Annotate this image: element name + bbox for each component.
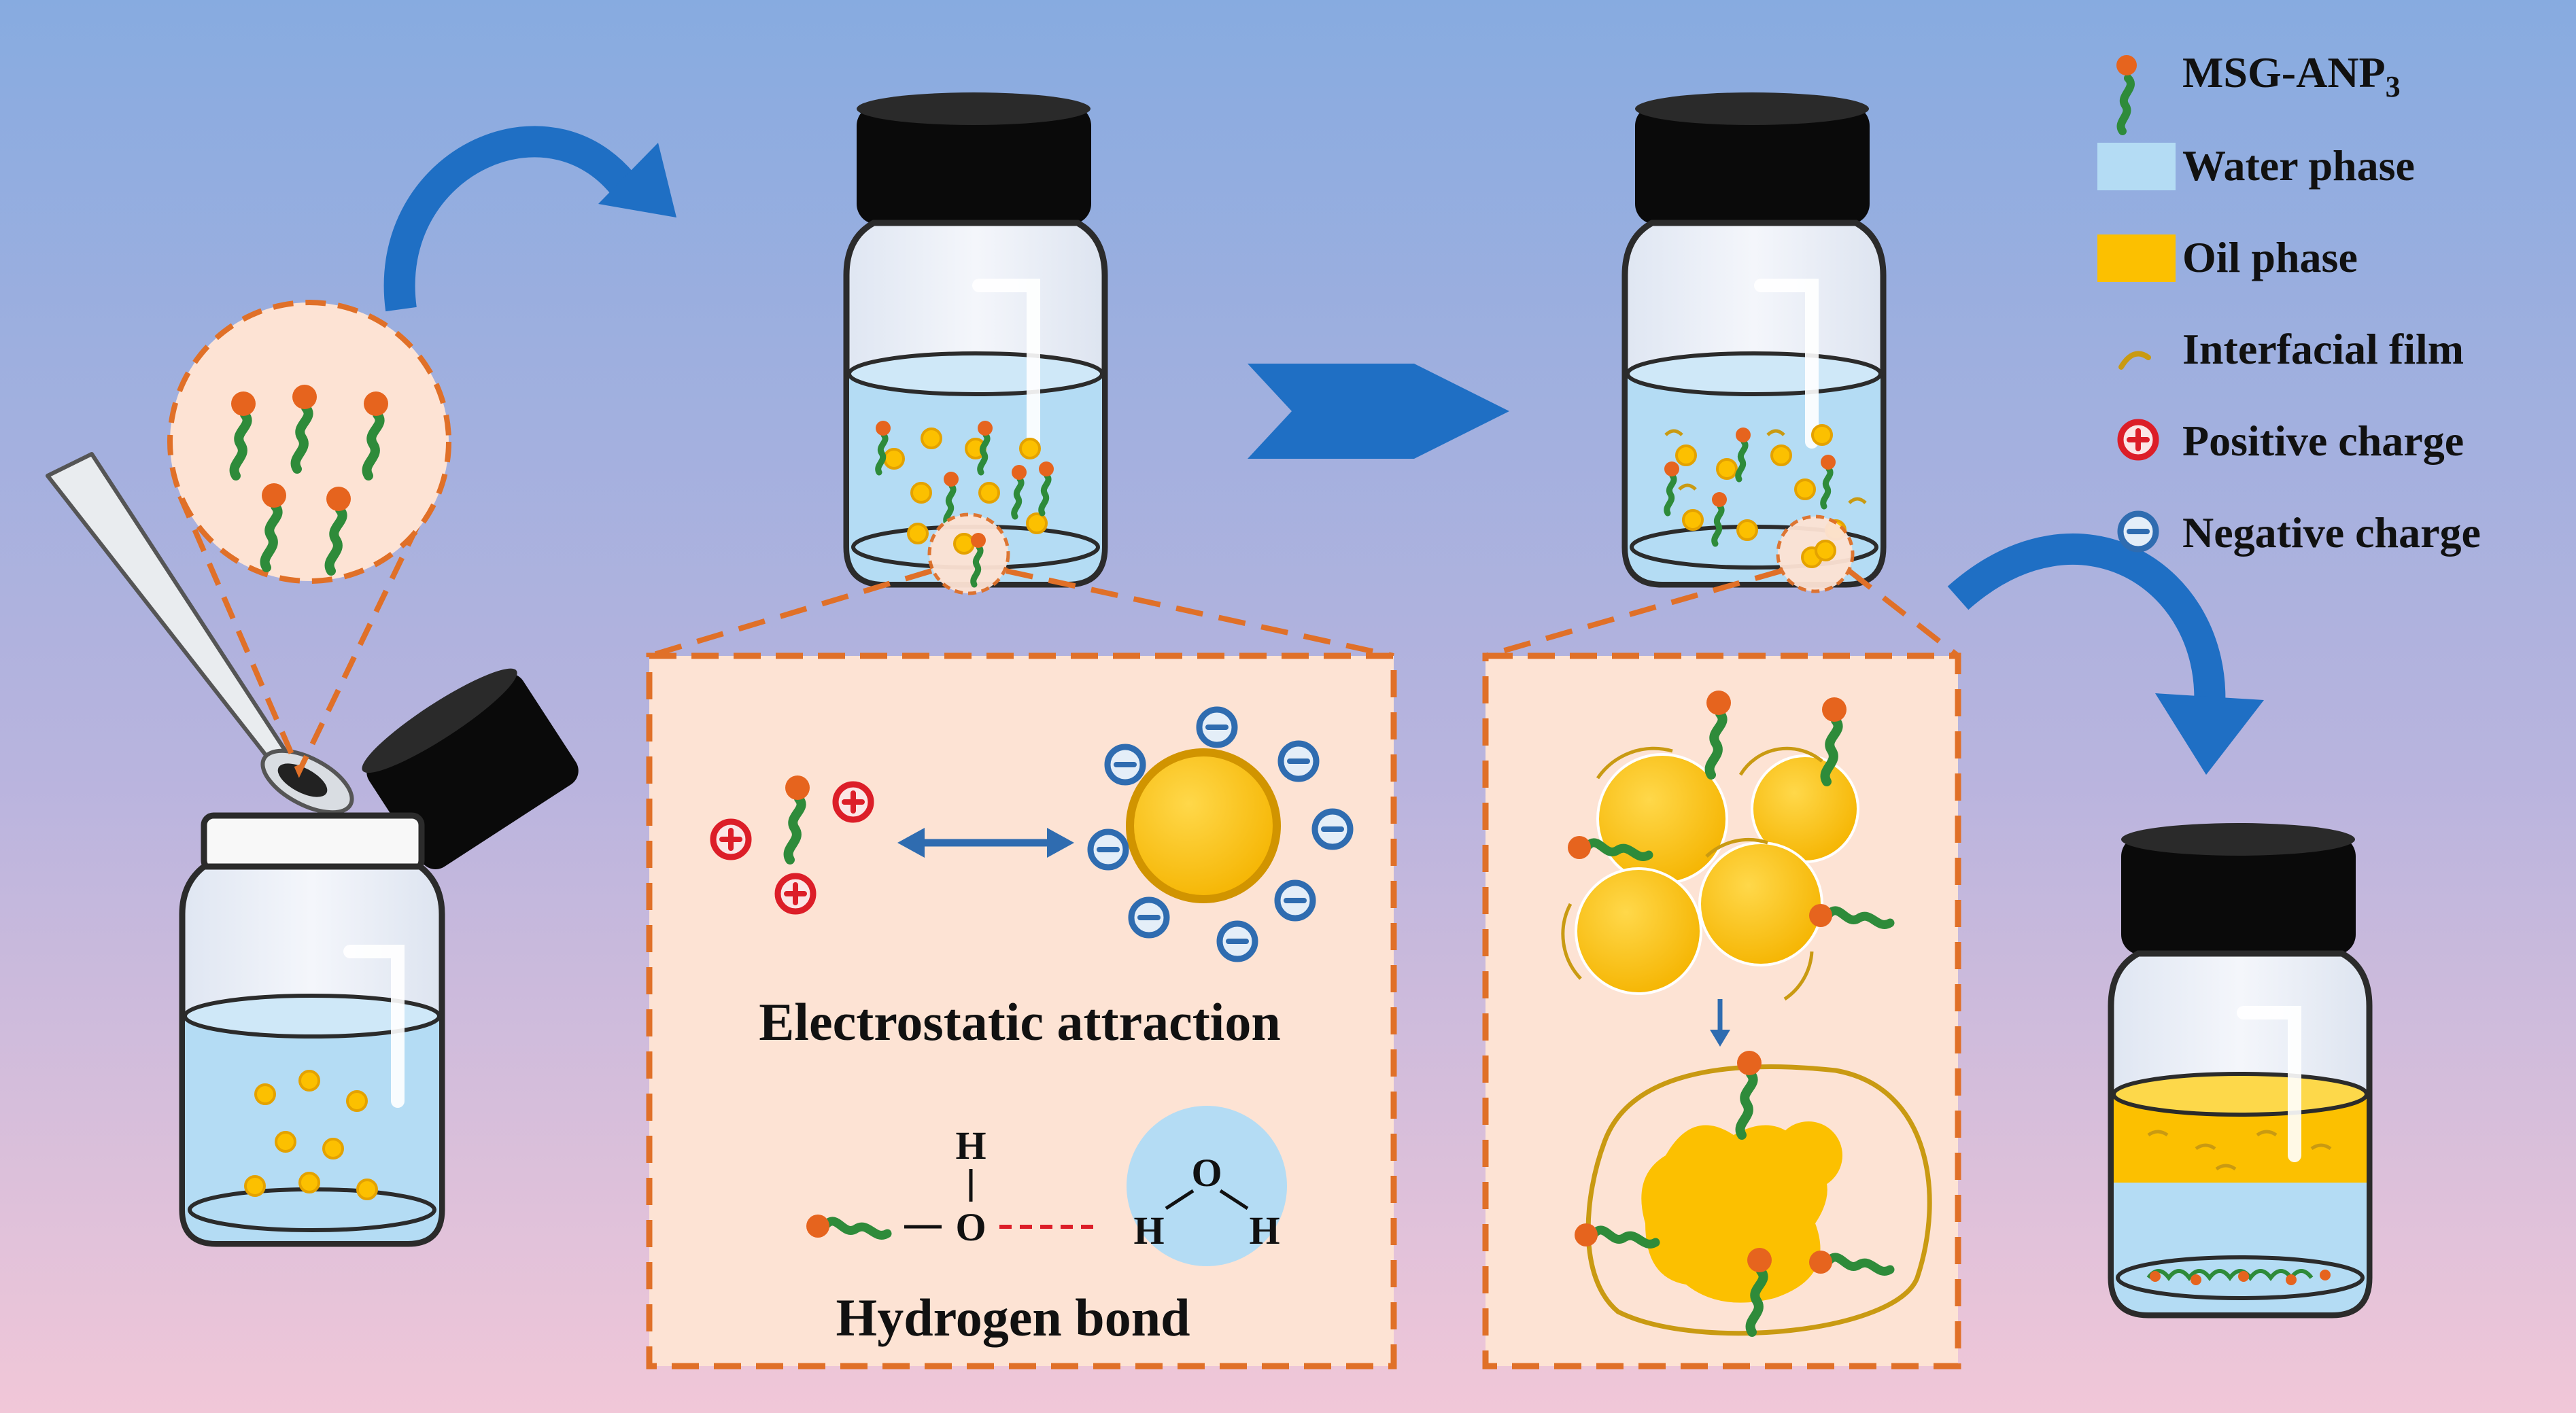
svg-text:Interfacial film: Interfacial film xyxy=(2182,325,2464,373)
legend-item-oil: Oil phase xyxy=(2097,233,2358,282)
hydrogen-bond-label: Hydrogen bond xyxy=(836,1288,1190,1347)
legend: MSG-ANP3 Water phase Oil phase Interfaci… xyxy=(2097,48,2481,557)
bottle-right xyxy=(1621,92,1887,593)
atom-o-left: O xyxy=(955,1205,986,1249)
water-molecule-circle xyxy=(1127,1106,1287,1266)
legend-item-msg-anp: MSG-ANP3 xyxy=(2116,48,2401,135)
panel-aggregation xyxy=(1482,652,1961,1370)
spoon xyxy=(46,452,354,815)
curved-arrow-right xyxy=(1947,533,2264,775)
legend-item-negative: Negative charge xyxy=(2120,508,2481,557)
curved-arrow-top-left xyxy=(383,126,676,312)
legend-item-interfacial-film: Interfacial film xyxy=(2118,325,2464,373)
svg-text:Oil phase: Oil phase xyxy=(2182,233,2358,281)
atom-h-water-left: H xyxy=(1133,1208,1164,1253)
legend-item-water: Water phase xyxy=(2097,141,2415,190)
oil-droplet xyxy=(1126,748,1281,903)
svg-text:MSG-ANP3: MSG-ANP3 xyxy=(2182,48,2401,103)
bottle-left xyxy=(179,812,445,1247)
bottle-middle xyxy=(843,92,1108,595)
legend-item-positive: Positive charge xyxy=(2120,417,2464,465)
atom-h-water-right: H xyxy=(1249,1208,1280,1253)
zoom-lines-right xyxy=(1484,568,1960,659)
panel-interactions: Electrostatic attraction O H O H H Hydro… xyxy=(646,652,1397,1370)
zoom-bubble-powder xyxy=(167,300,451,778)
atom-h-top: H xyxy=(955,1123,986,1168)
bottle-final xyxy=(2108,823,2373,1319)
svg-text:Water phase: Water phase xyxy=(2182,141,2415,190)
double-arrow xyxy=(897,828,1074,858)
atom-o-water: O xyxy=(1191,1151,1222,1195)
electrostatic-label: Electrostatic attraction xyxy=(759,992,1280,1051)
process-arrow xyxy=(1248,364,1509,459)
svg-text:Negative charge: Negative charge xyxy=(2182,508,2481,557)
svg-text:Positive charge: Positive charge xyxy=(2182,417,2464,465)
zoom-lines-middle xyxy=(648,568,1394,659)
